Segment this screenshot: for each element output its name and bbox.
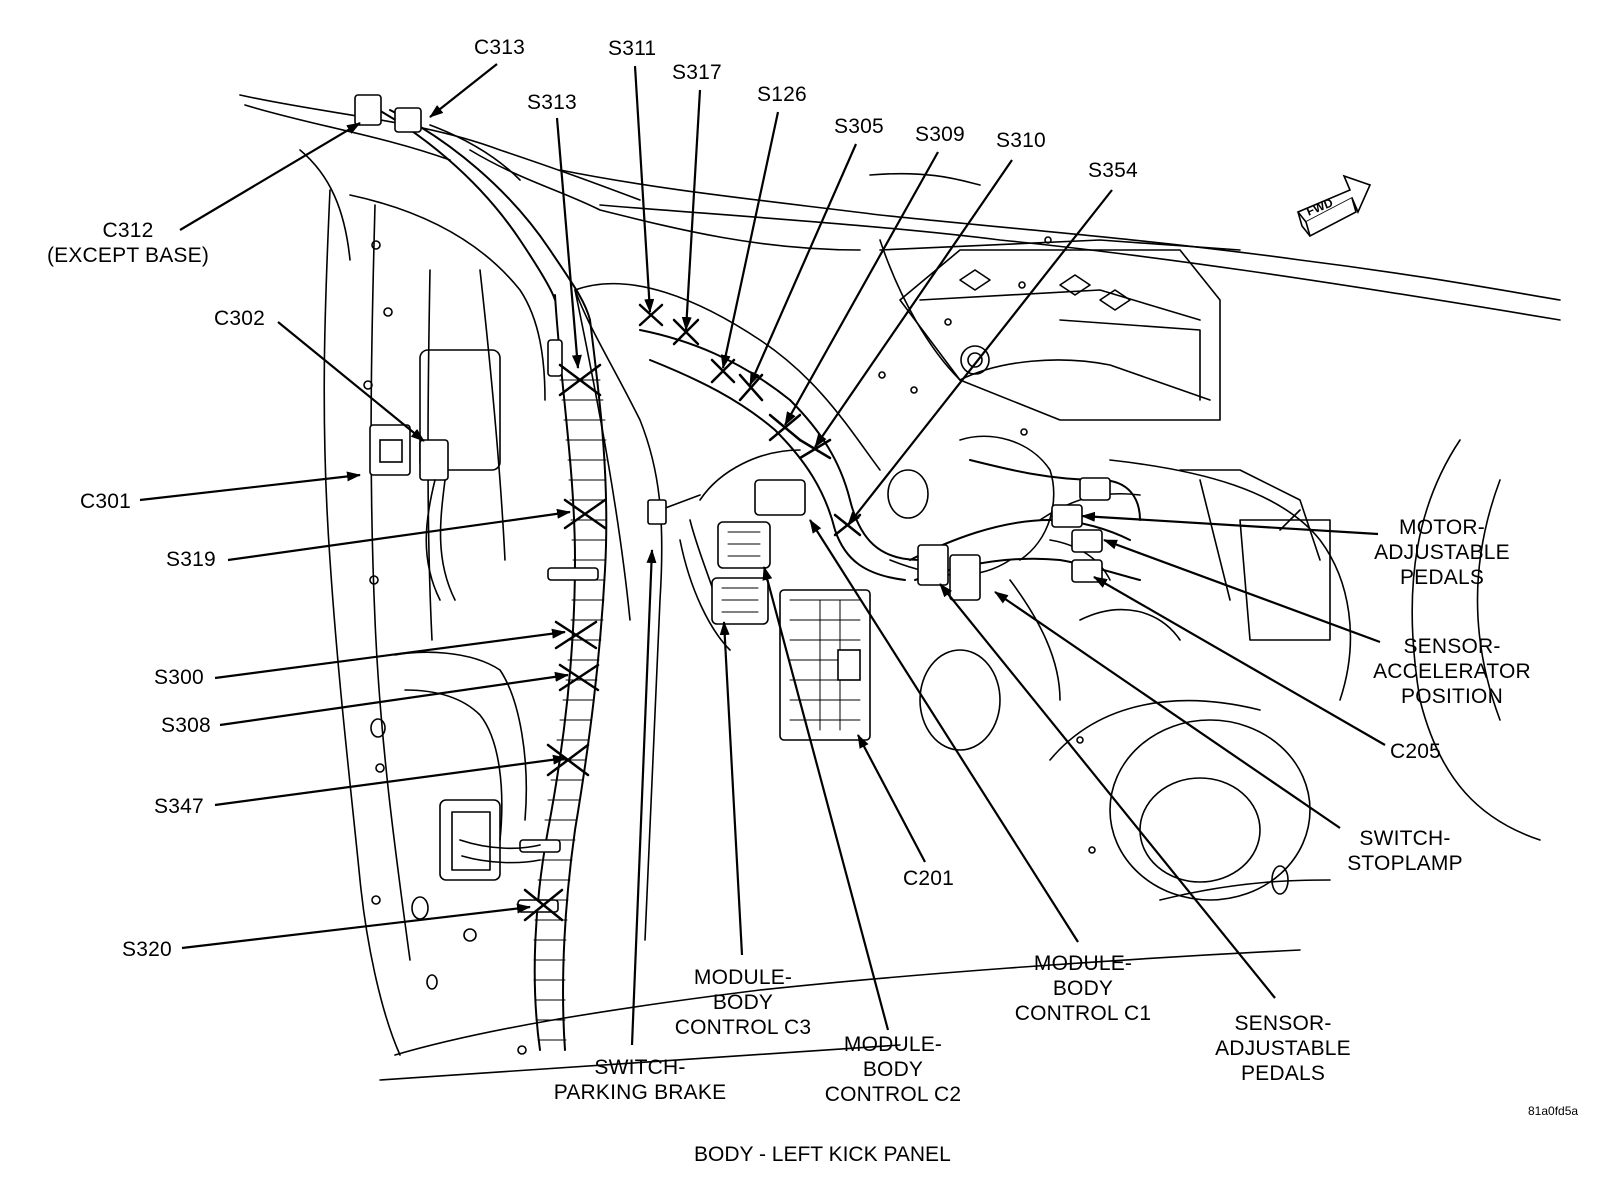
leader-s320	[181, 903, 531, 950]
leader-s317	[681, 89, 702, 331]
label-sensor-adjustable-pedals: SENSOR- ADJUSTABLE PEDALS	[1200, 1011, 1366, 1086]
leader-c301	[139, 471, 361, 502]
label-bcm-c1-line3: CONTROL C1	[1014, 1002, 1152, 1025]
leader-s305	[748, 143, 858, 386]
label-bcm-c3: MODULE- BODY CONTROL C3	[660, 965, 826, 1040]
label-motor-adjustable-pedals: MOTOR- ADJUSTABLE PEDALS	[1352, 515, 1532, 590]
label-bcm-c2-line3: CONTROL C2	[824, 1083, 962, 1106]
label-c313: C313	[474, 36, 526, 59]
leader-s309	[784, 151, 939, 426]
leader-c313	[429, 63, 498, 118]
leader-c205	[1093, 576, 1386, 746]
label-s313: S313	[527, 91, 577, 114]
leader-switch-stoplamp	[994, 591, 1341, 829]
label-s126: S126	[757, 83, 807, 106]
figure-caption: BODY - LEFT KICK PANEL	[694, 1143, 951, 1166]
label-bcm-c3-line1: MODULE-	[693, 966, 793, 989]
label-s311: S311	[608, 37, 657, 60]
label-s310: S310	[996, 129, 1046, 152]
leader-c201	[857, 734, 926, 863]
label-c302: C302	[214, 307, 266, 330]
label-switch-stoplamp: SWITCH- STOPLAMP	[1330, 826, 1480, 876]
leader-sensor-accelerator-position	[1103, 538, 1381, 644]
label-switch-stop-line1: SWITCH-	[1359, 827, 1451, 850]
label-sensor-adj-line1: SENSOR-	[1234, 1012, 1332, 1035]
leader-c312	[179, 122, 361, 231]
body-structure	[239, 94, 1561, 1081]
leader-s310	[814, 159, 1013, 448]
label-bcm-c1-line1: MODULE-	[1033, 952, 1133, 975]
label-s317: S317	[672, 61, 722, 84]
label-switch-park-line1: SWITCH-	[594, 1056, 686, 1079]
label-sensor-adj-line3: PEDALS	[1240, 1062, 1326, 1085]
leader-s354	[847, 189, 1113, 526]
label-c301: C301	[80, 490, 132, 513]
leader-s311	[633, 65, 655, 313]
label-s300: S300	[154, 666, 204, 689]
label-motor-line3: PEDALS	[1399, 566, 1485, 589]
label-bcm-c2: MODULE- BODY CONTROL C2	[810, 1032, 976, 1107]
label-s305: S305	[834, 115, 884, 138]
label-bcm-c2-line1: MODULE-	[843, 1033, 943, 1056]
label-bcm-c1-line2: BODY	[1052, 977, 1114, 1000]
label-c312: C312 (EXCEPT BASE)	[35, 218, 221, 268]
label-c205: C205	[1390, 740, 1442, 763]
leader-s319	[227, 508, 571, 562]
leader-s308	[219, 671, 569, 727]
label-s320: S320	[122, 938, 172, 961]
label-motor-line2: ADJUSTABLE	[1374, 541, 1510, 564]
label-sensor-accelerator-position: SENSOR- ACCELERATOR POSITION	[1362, 634, 1542, 709]
leader-s347	[214, 754, 567, 807]
label-sensor-accel-line1: SENSOR-	[1403, 635, 1501, 658]
leader-bcm-c2	[762, 566, 890, 1031]
label-s309: S309	[915, 123, 965, 146]
label-s354: S354	[1088, 159, 1138, 182]
image-code: 81a0fd5a	[1528, 1104, 1579, 1118]
label-s347: S347	[154, 795, 204, 818]
label-s308: S308	[161, 714, 211, 737]
label-c312-line1: C312	[102, 219, 154, 242]
label-c312-line2: (EXCEPT BASE)	[46, 244, 210, 267]
label-switch-parking-brake: SWITCH- PARKING BRAKE	[540, 1055, 740, 1105]
fwd-arrow-icon	[1296, 174, 1372, 238]
label-sensor-accel-line2: ACCELERATOR	[1373, 660, 1531, 683]
leader-sensor-adjustable-pedals	[939, 583, 1276, 999]
label-switch-park-line2: PARKING BRAKE	[553, 1081, 727, 1104]
label-bcm-c3-line3: CONTROL C3	[674, 1016, 812, 1039]
label-bcm-c3-line2: BODY	[712, 991, 774, 1014]
label-bcm-c1: MODULE- BODY CONTROL C1	[1000, 951, 1166, 1026]
label-motor-line1: MOTOR-	[1399, 516, 1485, 539]
leader-bcm-c1	[809, 519, 1079, 943]
label-c201: C201	[903, 867, 955, 890]
leader-s300	[214, 628, 566, 680]
leader-switch-parking-brake	[630, 549, 657, 1046]
label-sensor-accel-line3: POSITION	[1401, 685, 1503, 708]
wiring-harness	[354, 94, 1141, 1051]
leader-bcm-c3	[719, 621, 744, 956]
leader-c302	[277, 321, 425, 442]
label-switch-stop-line2: STOPLAMP	[1347, 852, 1463, 875]
label-bcm-c2-line2: BODY	[862, 1058, 924, 1081]
leader-s126	[720, 111, 780, 369]
label-sensor-adj-line2: ADJUSTABLE	[1215, 1037, 1351, 1060]
label-s319: S319	[166, 548, 216, 571]
leader-lines	[139, 63, 1386, 1046]
leader-motor-adjustable-pedals	[1081, 511, 1379, 536]
leader-s313	[555, 117, 582, 369]
